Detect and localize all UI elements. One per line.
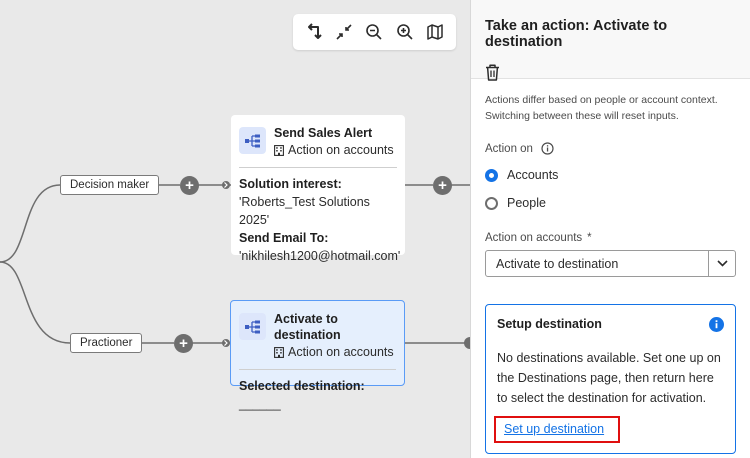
node-subtitle-text: Action on accounts [288,143,394,157]
reorient-icon[interactable] [301,19,327,45]
info-icon[interactable] [541,142,554,155]
action-select-value: Activate to destination [496,256,619,271]
card-message: No destinations available. Set one up on… [497,351,721,405]
detail-label: Solution interest: [239,177,342,191]
node-details: Selected destination: ______ [239,377,396,413]
canvas-toolbar [293,14,456,50]
chevron-down-icon[interactable] [708,251,735,276]
radio-people-label: People [507,196,546,210]
delete-icon[interactable] [485,64,503,82]
action-on-accounts-label-text: Action on accounts [485,232,583,244]
journey-canvas[interactable]: Decision maker Practioner + + + Send Sal… [0,0,470,458]
action-on-label: Action on [485,142,736,155]
node-title: Send Sales Alert [274,126,373,140]
node-details: Solution interest: 'Roberts_Test Solutio… [239,175,401,265]
path-label-decision-maker[interactable]: Decision maker [60,175,160,195]
divider [239,167,397,168]
detail-value: ______ [239,397,281,411]
action-on-accounts-label: Action on accounts * [485,232,736,244]
detail-value: 'Roberts_Test Solutions 2025' [239,195,370,227]
radio-selected-indicator [485,168,498,182]
building-icon [274,346,284,358]
set-up-destination-link[interactable]: Set up destination [504,422,605,436]
context-hint: Actions differ based on people or accoun… [485,94,718,122]
action-select[interactable]: Activate to destination [485,250,736,277]
radio-people[interactable]: People [485,196,736,210]
map-icon[interactable] [422,19,448,45]
node-send-sales-alert[interactable]: Send Sales Alert Action on accounts Solu… [231,115,405,263]
path-label-practioner[interactable]: Practioner [70,333,143,353]
radio-accounts[interactable]: Accounts [485,168,736,182]
node-subtitle: Action on accounts [274,141,394,159]
radio-accounts-label: Accounts [507,168,559,182]
info-icon [709,317,724,332]
building-icon [274,144,284,156]
connector-lines [0,181,470,349]
detail-value: 'nikhilesh1200@hotmail.com' [239,249,401,263]
add-step-button[interactable]: + [180,176,199,195]
zoom-in-icon[interactable] [392,19,418,45]
node-subtitle: Action on accounts [274,343,396,361]
panel-header: Take an action: Activate to destination [471,0,750,82]
collapse-icon[interactable] [331,19,357,45]
add-step-button[interactable]: + [174,334,193,353]
panel-title: Take an action: Activate to destination [485,18,668,50]
action-tree-icon [239,127,266,154]
zoom-out-icon[interactable] [361,19,387,45]
setup-destination-card: Setup destination No destinations availa… [485,304,736,454]
path-label-text: Decision maker [70,179,150,191]
divider [239,369,396,370]
node-activate-to-destination[interactable]: Activate to destination Action on accoun… [230,300,405,411]
node-subtitle-text: Action on accounts [288,345,394,359]
highlight-box: Set up destination [494,416,621,443]
action-tree-icon [239,313,266,340]
detail-label: Send Email To: [239,231,329,245]
detail-label: Selected destination: [239,379,365,393]
card-title: Setup destination [497,317,602,331]
radio-unselected-indicator [485,196,498,210]
panel-body: Actions differ based on people or accoun… [471,79,750,458]
add-step-button[interactable]: + [433,176,452,195]
node-title: Activate to destination [274,312,341,342]
required-asterisk: * [587,232,592,244]
action-properties-panel: Take an action: Activate to destination … [470,0,750,458]
path-label-text: Practioner [80,337,133,349]
action-on-label-text: Action on [485,142,533,155]
